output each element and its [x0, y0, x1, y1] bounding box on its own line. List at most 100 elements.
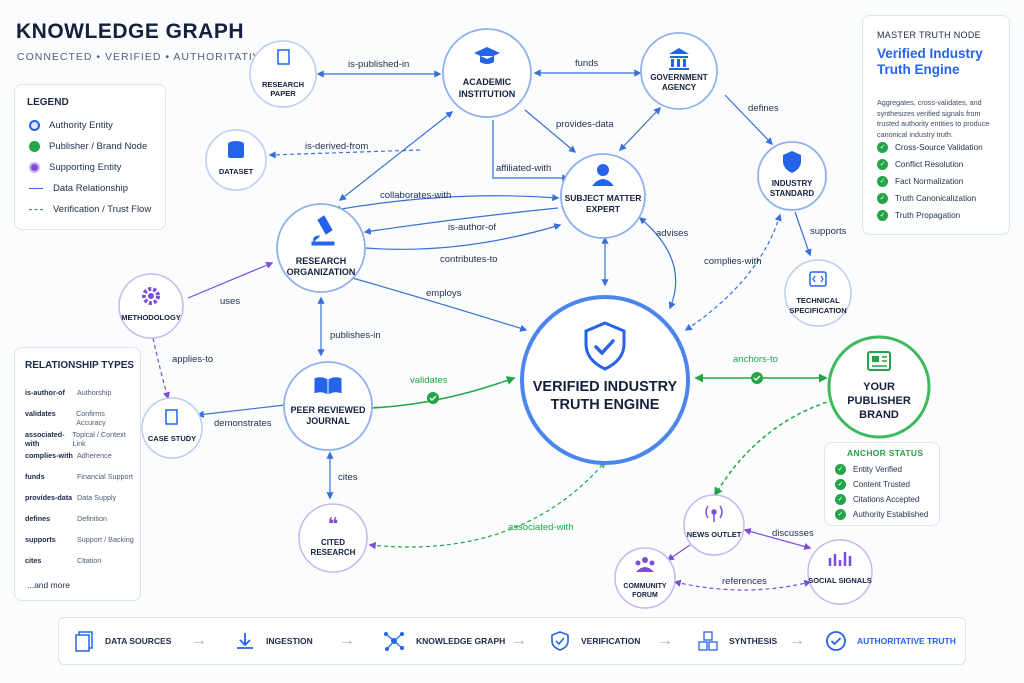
edge-complies-with	[684, 213, 782, 331]
authority-dot-icon	[29, 120, 40, 131]
label-employs: employs	[426, 288, 462, 299]
legend-item-publisher: Publisher / Brand Node	[29, 141, 147, 152]
master-heading: MASTER TRUTH NODE	[877, 30, 981, 40]
svg-text:SOCIAL SIGNALS: SOCIAL SIGNALS	[808, 576, 872, 585]
edge-uses	[187, 261, 274, 299]
check-icon: ✓	[877, 193, 888, 204]
check-icon: ✓	[835, 479, 846, 490]
pipeline-step-data-sources: DATA SOURCES	[73, 618, 171, 664]
page-subtitle: CONNECTED • VERIFIED • AUTHORITATIVE	[17, 51, 269, 63]
label-demonstrates: demonstrates	[214, 418, 272, 429]
legend-panel: LEGEND Authority Entity Publisher / Bran…	[14, 84, 166, 230]
label-cites: cites	[338, 472, 358, 483]
label-affiliated-with: affiliated-with	[496, 163, 551, 174]
dashed-line-icon	[29, 209, 43, 210]
code-file-icon	[809, 271, 827, 287]
label-uses: uses	[220, 296, 240, 307]
anchor-status-heading: ANCHOR STATUS	[847, 448, 924, 458]
document-icon	[277, 49, 290, 65]
pipeline-bar: DATA SOURCES → INGESTION → KNOWLEDGE GRA…	[58, 617, 966, 665]
label-is-author-of: is-author-of	[448, 222, 496, 233]
anchor-check-item: ✓Content Trusted	[835, 479, 910, 490]
shield-check-icon	[584, 321, 626, 371]
check-icon: ✓	[877, 210, 888, 221]
edge-supports	[794, 211, 812, 257]
master-truth-node-panel: MASTER TRUTH NODE Verified Industry Trut…	[862, 15, 1010, 235]
edge-is-author-of	[363, 207, 559, 235]
newspaper-icon	[867, 351, 891, 371]
node-case-study[interactable]: CASE STUDY	[141, 397, 203, 459]
person-icon	[592, 164, 614, 186]
legend-item-authority: Authority Entity	[29, 120, 113, 131]
node-news-outlet[interactable]: NEWS OUTLET	[683, 494, 745, 556]
label-anchors-to: anchors-to	[733, 354, 778, 365]
svg-text:DATASET: DATASET	[219, 167, 254, 176]
node-social-signals[interactable]: SOCIAL SIGNALS	[807, 539, 873, 605]
pipeline-step-ingestion: INGESTION	[234, 618, 313, 664]
svg-text:NEWS OUTLET: NEWS OUTLET	[687, 530, 742, 539]
label-advises: advises	[656, 228, 688, 239]
bar-chart-icon	[828, 552, 852, 566]
edge-employs	[341, 274, 528, 332]
microscope-icon	[311, 215, 335, 246]
label-references: references	[722, 576, 767, 587]
label-applies-to: applies-to	[172, 354, 213, 365]
edge-validates	[369, 376, 516, 409]
edge-academic-org	[338, 111, 454, 201]
master-check-item: ✓Truth Canonicalization	[877, 193, 976, 204]
edge-brand-news	[714, 397, 841, 497]
relationship-more: ...and more	[27, 580, 70, 590]
check-icon: ✓	[877, 142, 888, 153]
download-icon	[237, 633, 253, 649]
check-icon: ✓	[835, 509, 846, 520]
pipeline-arrow-icon: →	[339, 632, 355, 649]
database-icon	[228, 141, 244, 158]
edge-demonstrates	[196, 404, 286, 418]
check-icon: ✓	[877, 159, 888, 170]
people-group-icon	[635, 557, 655, 572]
node-dataset[interactable]: DATASET	[205, 129, 267, 191]
label-defines: defines	[748, 103, 779, 114]
check-icon: ✓	[835, 494, 846, 505]
label-contributes-to: contributes-to	[440, 254, 498, 265]
anchor-check-item: ✓Entity Verified	[835, 464, 902, 475]
pipeline-arrow-icon: →	[511, 632, 527, 649]
edge-advises	[638, 217, 677, 310]
node-methodology[interactable]: METHODOLOGY	[118, 273, 184, 339]
master-check-item: ✓Cross-Source Validation	[877, 142, 983, 153]
edge-associated-with	[368, 460, 606, 550]
publisher-dot-icon	[29, 141, 40, 152]
shield-check-icon	[783, 151, 801, 173]
pipeline-arrow-icon: →	[657, 632, 673, 649]
legend-item-data-relationship: Data Relationship	[29, 183, 128, 194]
svg-text:CASE STUDY: CASE STUDY	[148, 434, 196, 443]
label-funds: funds	[575, 58, 598, 69]
edge-contributes-to	[364, 223, 562, 250]
